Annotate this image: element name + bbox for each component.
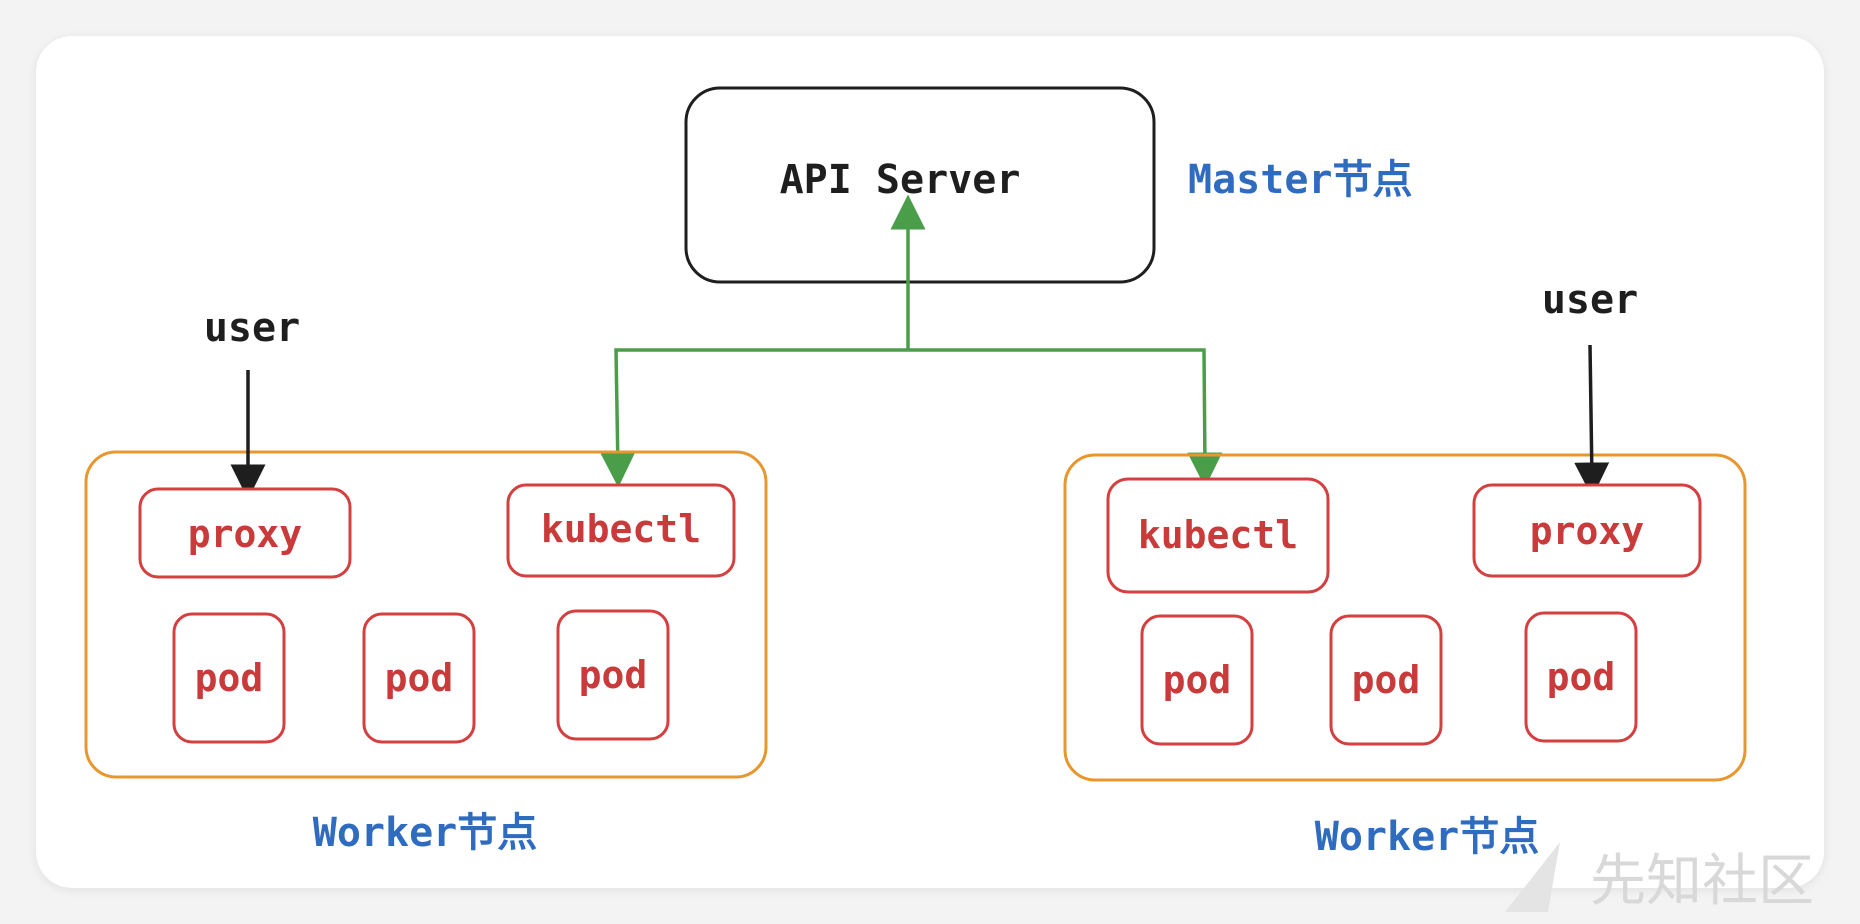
- kubectl-box-right: [1106, 477, 1330, 594]
- proxy-box-left: [138, 487, 352, 579]
- pod-label-right-2: pod: [1352, 658, 1421, 702]
- user-label-left: user: [204, 305, 300, 351]
- pod-label-left-2: pod: [385, 656, 454, 700]
- api-server-box: [684, 86, 1156, 284]
- proxy-box-right: [1472, 483, 1702, 578]
- watermark-text: 先知社区: [1590, 849, 1814, 914]
- watermark-logo-icon: [1505, 842, 1560, 912]
- pod-box-left-3: [556, 609, 670, 741]
- pod-label-left-1: pod: [195, 656, 264, 700]
- pod-box-right-3: [1524, 611, 1638, 743]
- proxy-label-left: proxy: [188, 512, 302, 556]
- api-server-label: API Server: [780, 157, 1021, 203]
- pod-label-right-1: pod: [1163, 658, 1232, 702]
- pod-label-left-3: pod: [579, 653, 648, 697]
- master-node-label: Master节点: [1188, 157, 1413, 203]
- worker-node-label-right: Worker节点: [1315, 814, 1540, 860]
- proxy-label-right: proxy: [1530, 509, 1644, 553]
- kubectl-label-left: kubectl: [541, 507, 701, 551]
- pod-box-left-1: [172, 612, 286, 744]
- kubectl-box-left: [506, 483, 736, 578]
- worker-node-label-left: Worker节点: [313, 810, 538, 856]
- pod-box-right-2: [1329, 614, 1443, 746]
- worker-node-right: [1063, 453, 1747, 782]
- kubectl-label-right: kubectl: [1138, 513, 1298, 557]
- user-arrow-right: [1574, 344, 1610, 498]
- api-connector-left: [600, 348, 908, 488]
- pod-box-left-2: [362, 612, 476, 744]
- user-label-right: user: [1542, 277, 1638, 323]
- api-connector-right: [908, 348, 1223, 488]
- pod-box-right-1: [1140, 614, 1254, 746]
- worker-node-left: [84, 450, 768, 779]
- pod-label-right-3: pod: [1547, 655, 1616, 699]
